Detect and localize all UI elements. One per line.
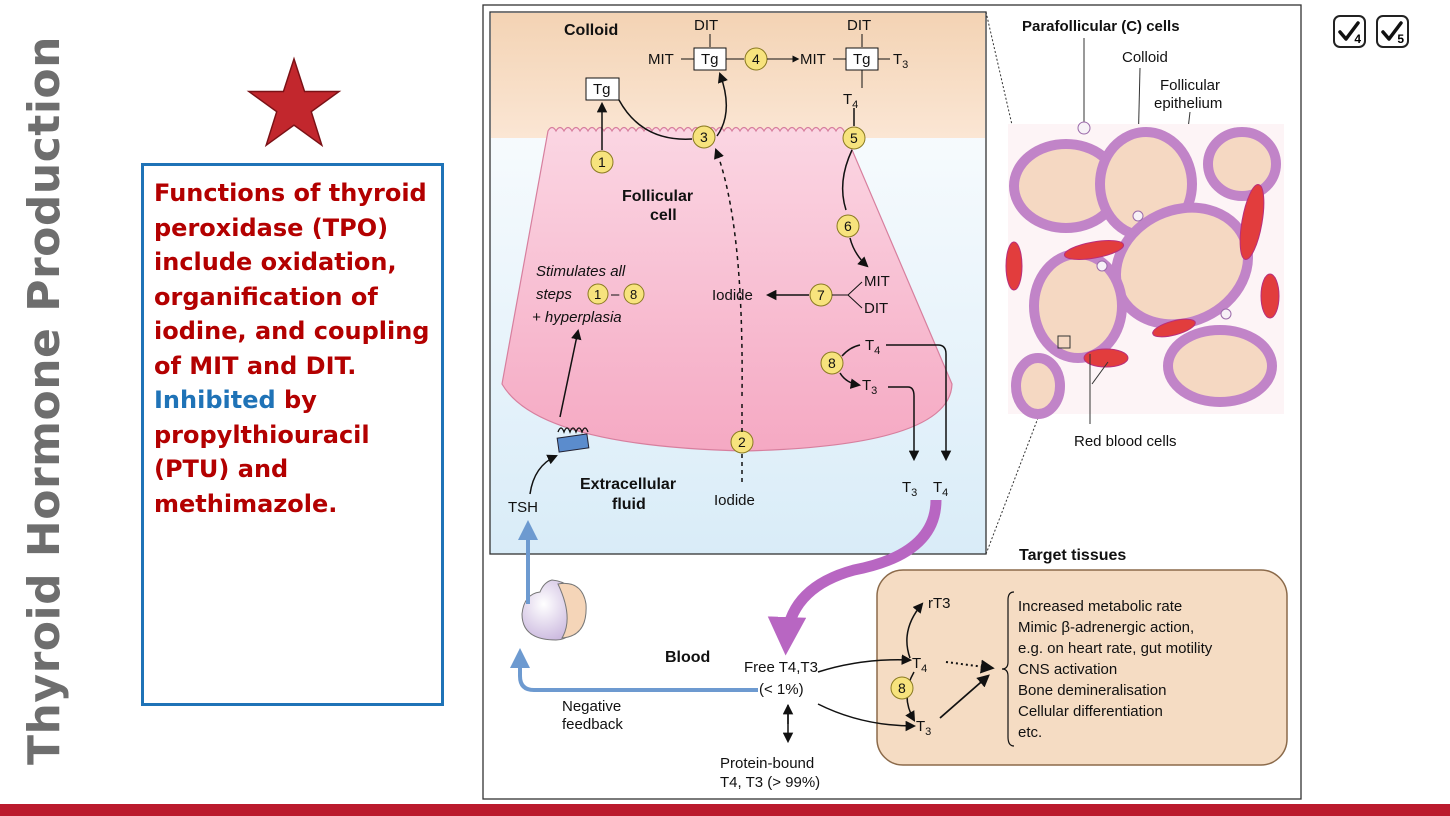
tg-right: Tg bbox=[853, 51, 871, 68]
free-t4t3: Free T4,T3 bbox=[744, 659, 818, 676]
effect-item: Cellular differentiation bbox=[1018, 703, 1163, 720]
checkbox-group: 4 5 bbox=[1333, 15, 1409, 48]
hyperplasia-label: + hyperplasia bbox=[532, 309, 622, 326]
t4-colloid: T4 bbox=[843, 91, 858, 111]
tpo-text-drugs: by propylthiouracil (PTU) and methimazol… bbox=[154, 386, 370, 518]
step-6: 6 bbox=[844, 218, 852, 234]
t3-target: T3 bbox=[916, 718, 931, 738]
mit-left: MIT bbox=[648, 51, 674, 68]
effects-list: Increased metabolic rate Mimic β-adrener… bbox=[1018, 598, 1213, 741]
stimulates-line-2: steps bbox=[536, 286, 572, 303]
tpo-text-inhibited: Inhibited bbox=[154, 386, 276, 414]
step-3: 3 bbox=[700, 129, 708, 145]
checkbox-5[interactable]: 5 bbox=[1376, 15, 1409, 48]
mit-cell: MIT bbox=[864, 273, 890, 290]
checkbox-4-label: 4 bbox=[1354, 32, 1361, 46]
tg-top: Tg bbox=[701, 51, 719, 68]
dit-cell: DIT bbox=[864, 300, 888, 317]
follicular-epithelium-1: Follicular bbox=[1160, 77, 1220, 94]
t4-ecf: T4 bbox=[933, 479, 948, 499]
target-tissues-box bbox=[876, 569, 1288, 766]
free-percent: (< 1%) bbox=[759, 681, 804, 698]
stimulates-dash: – bbox=[611, 286, 620, 303]
follicular-cell-label-1: Follicular bbox=[622, 188, 693, 205]
effect-item: Bone demineralisation bbox=[1018, 682, 1166, 699]
t3-colloid: T3 bbox=[893, 51, 908, 71]
colloid-label: Colloid bbox=[564, 22, 618, 39]
footer-bar bbox=[0, 804, 1450, 816]
mit-right: MIT bbox=[800, 51, 826, 68]
effect-item: Increased metabolic rate bbox=[1018, 598, 1182, 615]
negative-feedback-2: feedback bbox=[562, 716, 623, 733]
pituitary-icon bbox=[521, 579, 587, 641]
dit-right: DIT bbox=[847, 17, 871, 34]
step-4: 4 bbox=[752, 51, 760, 67]
step-8-cell: 8 bbox=[828, 355, 836, 371]
slide-title-text: Thyroid Hormone Production bbox=[18, 35, 70, 765]
follicular-cell-label-2: cell bbox=[650, 207, 677, 224]
tg-free: Tg bbox=[593, 81, 611, 98]
tsh-label: TSH bbox=[508, 499, 538, 516]
target-tissues-label: Target tissues bbox=[1019, 547, 1126, 564]
thyroid-diagram: Colloid DIT DIT MIT Tg 4 MIT Tg T3 T4 Tg… bbox=[482, 4, 1302, 800]
effect-item: e.g. on heart rate, gut motility bbox=[1018, 640, 1213, 657]
effect-item: Mimic β-adrenergic action, bbox=[1018, 619, 1194, 636]
t4-target: T4 bbox=[912, 655, 927, 675]
checkmark-icon bbox=[1338, 21, 1360, 41]
tsh-receptor-icon bbox=[556, 433, 590, 453]
slide-title: Thyroid Hormone Production bbox=[4, 20, 84, 780]
colloid-histo-label: Colloid bbox=[1122, 49, 1168, 66]
iodide-cell: Iodide bbox=[712, 287, 753, 304]
blood-label: Blood bbox=[665, 649, 710, 666]
step-8-target: 8 bbox=[898, 680, 906, 696]
step-1: 1 bbox=[598, 154, 606, 170]
red-blood-cells-label: Red blood cells bbox=[1074, 433, 1177, 450]
tpo-text-red: Functions of thyroid peroxidase (TPO) in… bbox=[154, 179, 430, 380]
checkbox-5-label: 5 bbox=[1397, 32, 1404, 46]
stimulates-step-1: 1 bbox=[594, 287, 601, 302]
extracellular-label-2: fluid bbox=[612, 496, 646, 513]
step-7: 7 bbox=[817, 287, 825, 303]
effect-item: CNS activation bbox=[1018, 661, 1117, 678]
t3-ecf: T3 bbox=[902, 479, 917, 499]
iodide-ecf: Iodide bbox=[714, 492, 755, 509]
stimulates-step-8: 8 bbox=[630, 287, 637, 302]
checkbox-4[interactable]: 4 bbox=[1333, 15, 1366, 48]
step-5: 5 bbox=[850, 130, 858, 146]
rt3-label: rT3 bbox=[928, 595, 951, 612]
protein-bound-2: T4, T3 (> 99%) bbox=[720, 774, 820, 791]
t4-cell: T4 bbox=[865, 337, 880, 357]
protein-bound-1: Protein-bound bbox=[720, 755, 814, 772]
follicular-epithelium-2: epithelium bbox=[1154, 95, 1222, 112]
stimulates-line-1: Stimulates all bbox=[536, 263, 626, 280]
checkmark-icon bbox=[1381, 21, 1403, 41]
step-2: 2 bbox=[738, 434, 746, 450]
thyroid-histology-image bbox=[1005, 121, 1284, 419]
tpo-info-text: Functions of thyroid peroxidase (TPO) in… bbox=[154, 176, 435, 521]
tpo-info-box: Functions of thyroid peroxidase (TPO) in… bbox=[141, 163, 444, 706]
t3-cell: T3 bbox=[862, 377, 877, 397]
extracellular-label-1: Extracellular bbox=[580, 476, 676, 493]
effect-item: etc. bbox=[1018, 724, 1042, 741]
negative-feedback-1: Negative bbox=[562, 698, 621, 715]
star-icon bbox=[246, 56, 342, 148]
dit-left: DIT bbox=[694, 17, 718, 34]
parafollicular-label: Parafollicular (C) cells bbox=[1022, 18, 1180, 35]
